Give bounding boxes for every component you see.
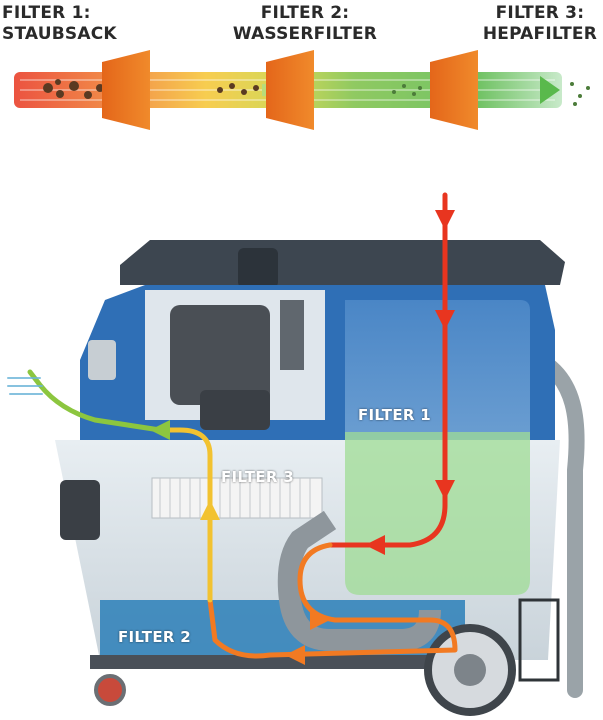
bag-lower-green: [345, 432, 530, 595]
cable-basket-icon: [518, 598, 560, 682]
stage-1-title: FILTER 1:: [2, 3, 91, 23]
diagram-label-filter-1: FILTER 1: [358, 406, 431, 424]
vacuum-body: [55, 240, 585, 716]
filter-cone-1: [102, 50, 150, 130]
dirty-air-path: [327, 192, 448, 548]
top-handle: [120, 240, 565, 285]
diagram-label-filter-2: FILTER 2: [118, 628, 191, 646]
red-arrow-4: [365, 535, 385, 555]
diagram-label-filter-3: FILTER 3: [221, 468, 294, 486]
base-plate: [90, 655, 470, 669]
handle-grip: [238, 248, 278, 288]
stage-3-title: FILTER 3:: [495, 3, 585, 23]
exhaust-outlet-icon: [60, 480, 100, 540]
filter-cone-2: [266, 50, 314, 130]
red-arrow-3: [435, 480, 455, 500]
stage-1-name: STAUBSACK: [2, 24, 117, 44]
red-arrow-2: [435, 310, 455, 330]
fine-particles-icon: [392, 82, 590, 106]
stage-2-heading: FILTER 2: WASSERFILTER: [230, 3, 380, 45]
front-wheel-icon: [94, 674, 126, 706]
orange-arrow-2: [285, 645, 305, 665]
red-arrow-1: [435, 210, 455, 230]
stage-2-title: FILTER 2:: [260, 3, 350, 23]
stage-2-name: WASSERFILTER: [232, 24, 378, 44]
filter-stream: [14, 50, 590, 130]
exhaust-wisps-icon: [7, 377, 43, 395]
yellow-arrow-1: [200, 500, 220, 520]
green-arrow-1: [150, 420, 170, 440]
stream-arrow-end: [540, 76, 560, 104]
water-air-path: [207, 542, 458, 659]
motor-icon: [170, 305, 270, 405]
filter-cone-3: [430, 50, 478, 130]
stage-3-name: HEPAFILTER: [482, 24, 597, 44]
airflow-paths: [7, 192, 458, 665]
orange-arrow-1: [310, 610, 330, 630]
stage-3-heading: FILTER 3: HEPAFILTER: [483, 3, 597, 45]
power-switch-icon: [88, 340, 116, 380]
stage-1-heading: FILTER 1: STAUBSACK: [2, 3, 117, 45]
clean-air-path-yellow: [157, 427, 213, 603]
internal-pipe: [277, 510, 441, 651]
